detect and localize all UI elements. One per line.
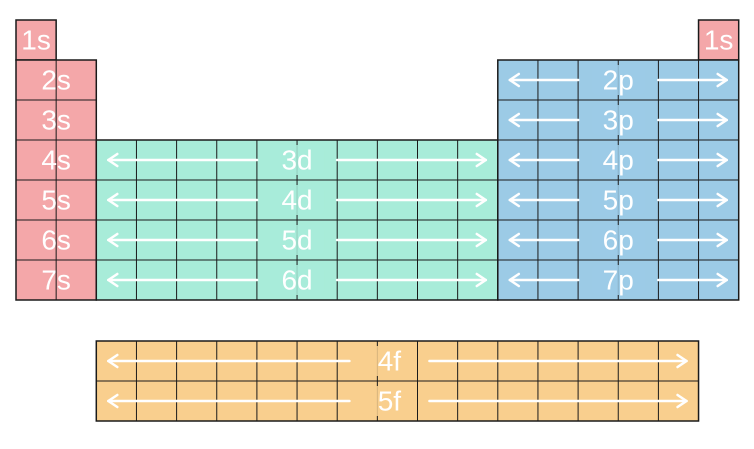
label-backdrop (270, 145, 325, 175)
label-1s-right: 1s (704, 25, 734, 56)
label-backdrop (591, 145, 646, 175)
arrow-left (107, 272, 259, 288)
p-block-grid-border (497, 59, 740, 301)
label-backdrop (270, 265, 325, 295)
label-backdrop (591, 185, 646, 215)
label-backdrop (362, 386, 417, 416)
label-s-4: 4s (41, 145, 71, 176)
arrow-left (508, 272, 580, 288)
label-d-4: 4d (281, 185, 312, 216)
label-backdrop (591, 265, 646, 295)
label-backdrop (270, 185, 325, 215)
label-f-4: 4f (378, 346, 402, 377)
f-block-grid-border (95, 340, 700, 422)
s-block: 1s 1s 2s 3s 4s 5s 6s 7s (15, 19, 740, 301)
arrow-left (107, 393, 351, 409)
label-s-7: 7s (41, 265, 71, 296)
arrow-right (657, 72, 728, 88)
arrow-right (335, 192, 488, 208)
arrow-left (107, 353, 351, 369)
label-backdrop (591, 65, 646, 95)
arrow-left (508, 152, 580, 168)
arrow-right (335, 152, 488, 168)
arrow-right (657, 192, 728, 208)
label-p-5: 5p (603, 185, 634, 216)
label-p-6: 6p (603, 225, 634, 256)
label-backdrop (591, 225, 646, 255)
label-s-6: 6s (41, 225, 71, 256)
arrow-left (107, 192, 259, 208)
label-p-2: 2p (603, 65, 634, 96)
d-block: 3d 4d 5d 6d (95, 139, 499, 301)
arrow-left (107, 232, 259, 248)
arrow-right (335, 232, 488, 248)
label-p-3: 3p (603, 105, 634, 136)
arrow-right (657, 152, 728, 168)
label-p-7: 7p (603, 265, 634, 296)
arrow-left (508, 72, 580, 88)
arrow-left (508, 232, 580, 248)
p-block: 2p 3p 4p 5p 6p 7p (497, 59, 740, 301)
label-backdrop (270, 225, 325, 255)
label-d-5: 5d (281, 225, 312, 256)
label-f-5: 5f (378, 386, 402, 417)
arrow-right (335, 272, 488, 288)
arrow-left (107, 152, 259, 168)
arrow-right (657, 112, 728, 128)
cell-1s-right-fill (698, 20, 739, 60)
arrow-left (508, 192, 580, 208)
label-p-4: 4p (603, 145, 634, 176)
label-s-5: 5s (41, 185, 71, 216)
label-backdrop (591, 105, 646, 135)
label-backdrop (362, 346, 417, 376)
arrow-right (428, 353, 688, 369)
label-d-3: 3d (281, 145, 312, 176)
arrow-left (508, 112, 580, 128)
label-s-3: 3s (41, 105, 71, 136)
label-1s-left: 1s (21, 25, 51, 56)
label-d-6: 6d (281, 265, 312, 296)
cell-1s-left-fill (16, 20, 57, 60)
label-s-2: 2s (41, 65, 71, 96)
arrow-right (428, 393, 688, 409)
arrow-right (657, 272, 728, 288)
arrow-right (657, 232, 728, 248)
